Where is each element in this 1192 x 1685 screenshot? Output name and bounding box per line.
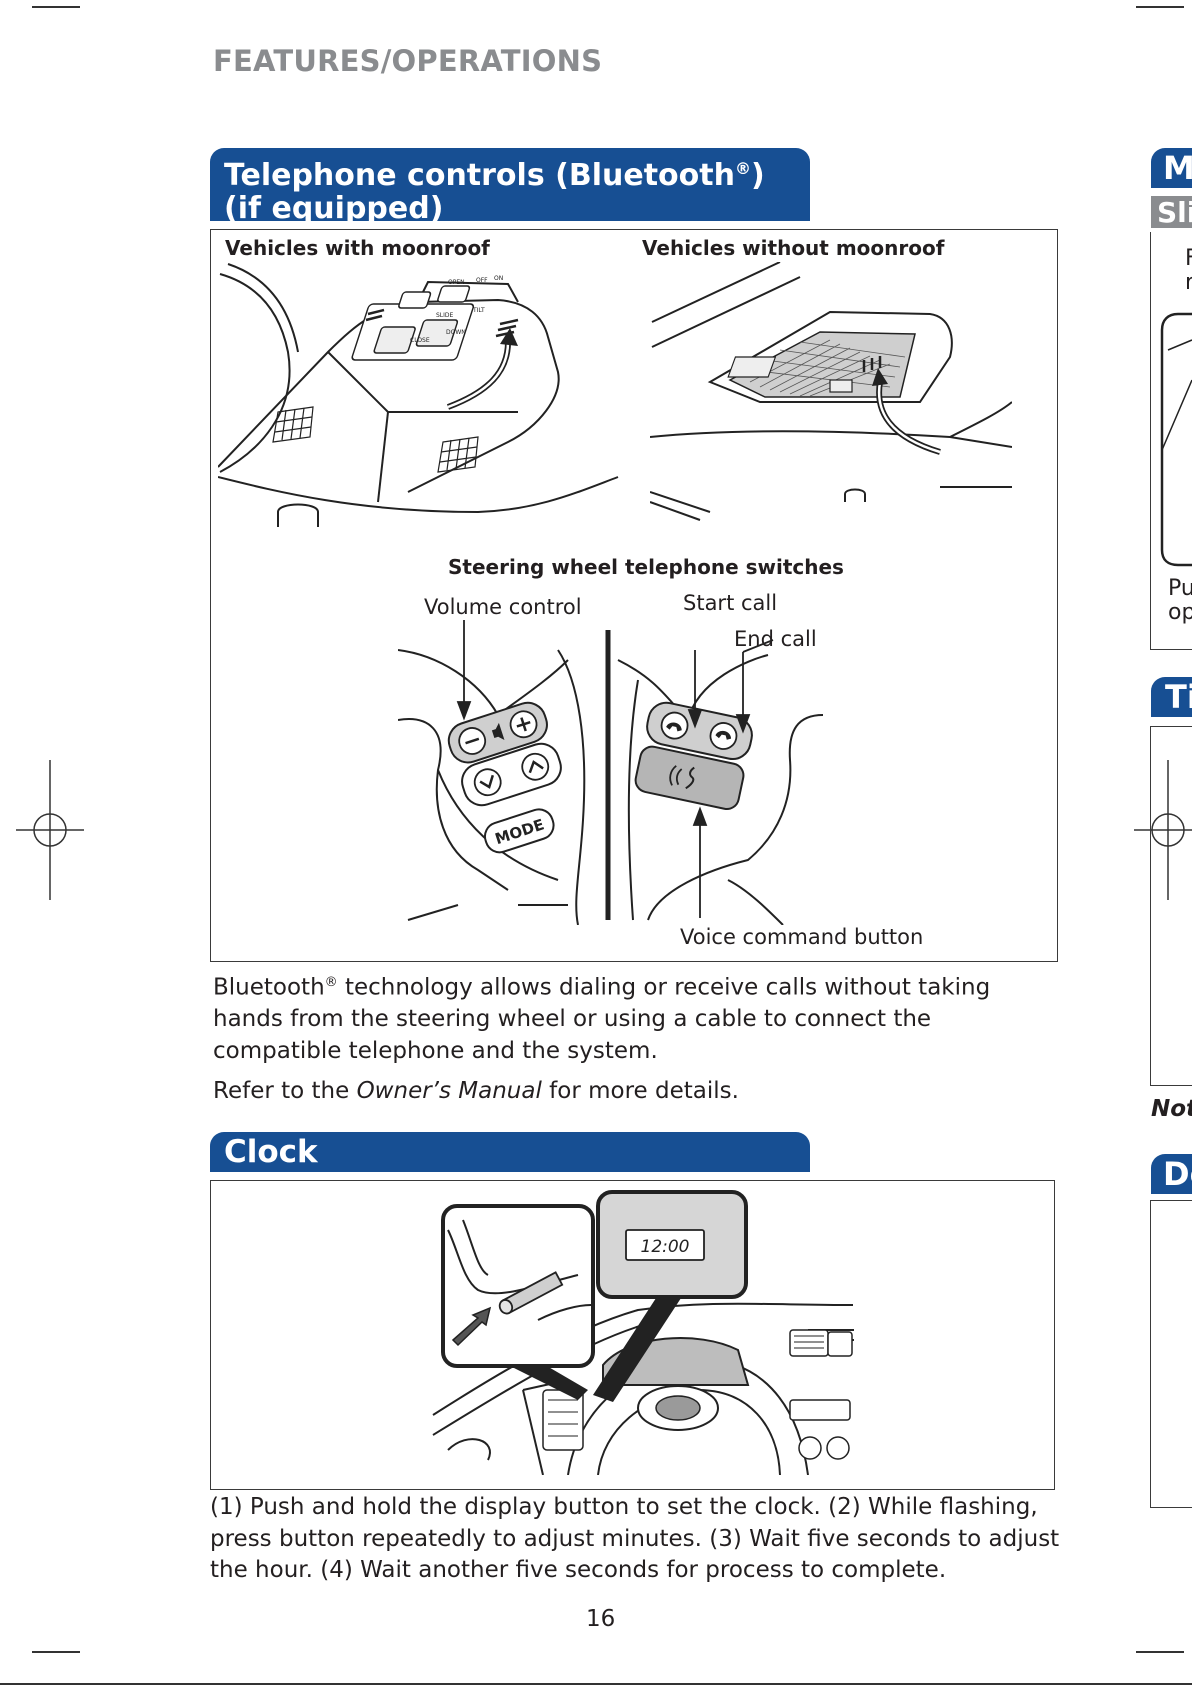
right-column-subheader: Sli [1151, 196, 1192, 228]
registered-mark: ® [324, 975, 338, 990]
section-header: FEATURES/OPERATIONS [213, 44, 603, 78]
right-column-figure-fragment [1150, 232, 1192, 650]
title-line2: (if equipped) [224, 191, 444, 226]
title-paren: ) [750, 158, 765, 193]
volume-control-label: Volume control [424, 595, 582, 619]
right-column-tab: Do [1151, 1154, 1192, 1194]
overhead-off-text: OFF [476, 277, 488, 284]
crop-mark [32, 6, 80, 8]
overhead-slide-text: SLIDE [436, 312, 454, 319]
right-column-note: Not [1151, 1096, 1192, 1122]
clock-instructions: (1) Push and hold the display button to … [210, 1494, 1060, 1583]
steering-wheel-switches-illustration: MODE [398, 620, 824, 925]
bluetooth-word: Bluetooth [213, 974, 325, 1001]
overhead-console-moonroof-illustration: CLOSE DOWN SLIDE TILT OPEN OFF ON [218, 263, 619, 527]
overhead-close-text: CLOSE [410, 337, 430, 344]
right-column-text: Pu [1168, 576, 1192, 601]
right-column-tab: Mo [1151, 148, 1192, 188]
telephone-section-title: Telephone controls (Bluetooth®) (if equi… [210, 148, 810, 225]
telephone-description: Bluetooth® technology allows dialing or … [213, 967, 1058, 1067]
right-column-tab: Ti [1151, 677, 1192, 717]
voice-command-label: Voice command button [680, 925, 924, 949]
overhead-console-no-moonroof-illustration [650, 262, 1012, 521]
right-column-text: r [1185, 270, 1192, 295]
crop-mark [1136, 1651, 1184, 1653]
overhead-tilt-text: TILT [472, 307, 485, 314]
clock-dashboard-illustration: 12:00 [432, 1190, 854, 1475]
owners-manual-title: Owner’s Manual [356, 1078, 542, 1104]
overhead-on-text: ON [494, 275, 503, 282]
bottom-rule [0, 1683, 1192, 1685]
overhead-open-text: OPEN [448, 279, 465, 286]
refer-owners-manual: Refer to the Owner’s Manual for more det… [213, 1076, 1058, 1108]
telephone-figure [210, 229, 1058, 962]
right-column-figure-fragment [1150, 726, 1192, 1086]
right-column-figure-fragment [1150, 1200, 1192, 1508]
refer-prefix: Refer to the [213, 1078, 357, 1104]
page-number: 16 [586, 1606, 616, 1632]
right-column-illustration-fragment [1160, 312, 1192, 567]
clock-title-text: Clock [224, 1134, 318, 1170]
right-column-text: op [1168, 600, 1192, 625]
end-call-label: End call [734, 627, 817, 651]
label-without-moonroof: Vehicles without moonroof [642, 236, 945, 260]
right-column-text: F [1185, 246, 1192, 271]
registration-mark-icon [16, 760, 84, 900]
switches-title: Steering wheel telephone switches [448, 555, 844, 579]
overhead-down-text: DOWN [446, 329, 466, 336]
crop-mark [32, 1651, 80, 1653]
registration-mark-icon [1134, 760, 1192, 900]
clock-section-title: Clock [210, 1132, 810, 1172]
title-text: Telephone controls (Bluetooth [224, 158, 735, 193]
refer-suffix: for more details. [541, 1078, 739, 1104]
registered-mark: ® [734, 159, 751, 178]
description-text: technology allows dialing or receive cal… [213, 974, 991, 1064]
crop-mark [1136, 6, 1184, 8]
label-with-moonroof: Vehicles with moonroof [225, 236, 490, 260]
start-call-label: Start call [683, 591, 778, 615]
clock-display-time: 12:00 [641, 1237, 690, 1257]
